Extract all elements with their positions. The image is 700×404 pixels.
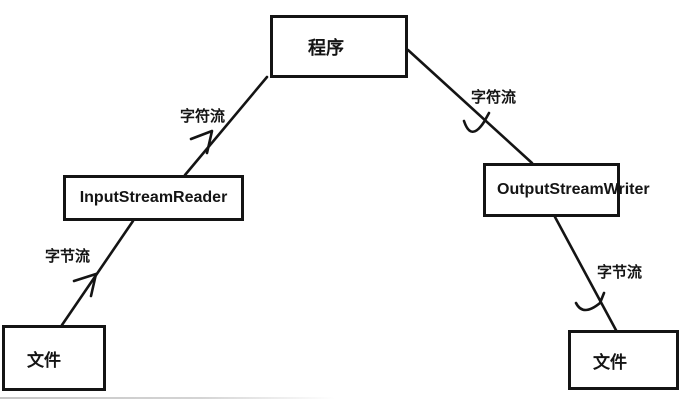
node-file-source: 文件 xyxy=(2,325,106,391)
node-program: 程序 xyxy=(270,15,408,78)
node-file-source-label: 文件 xyxy=(27,350,61,370)
node-input-stream-reader-label: InputStreamReader xyxy=(79,189,228,206)
node-program-label: 程序 xyxy=(308,37,344,58)
scan-artifact-line xyxy=(0,397,335,399)
node-output-stream-writer: OutputStreamWriter xyxy=(483,163,650,217)
edge-char-stream-left-line xyxy=(183,75,269,177)
char-stream-right-arrowhead-icon xyxy=(462,111,491,134)
char-stream-left-arrowhead-icon xyxy=(189,129,214,155)
byte-stream-left-arrowhead-icon xyxy=(72,272,98,298)
edge-label-char-stream-left: 字符流 xyxy=(180,108,226,125)
edge-char-stream-right-line xyxy=(406,48,534,165)
byte-stream-right-arrowhead-icon xyxy=(574,291,606,312)
node-output-stream-writer-label: OutputStreamWriter xyxy=(497,181,650,198)
edge-byte-stream-left-line xyxy=(60,219,135,327)
node-file-target: 文件 xyxy=(568,330,679,390)
edge-label-byte-stream-right: 字节流 xyxy=(597,264,643,281)
edge-label-char-stream-right: 字符流 xyxy=(471,89,517,106)
edge-byte-stream-right-line xyxy=(553,215,619,334)
node-file-target-label: 文件 xyxy=(593,352,627,372)
node-input-stream-reader: InputStreamReader xyxy=(63,175,244,221)
edge-label-byte-stream-left: 字节流 xyxy=(45,248,91,265)
